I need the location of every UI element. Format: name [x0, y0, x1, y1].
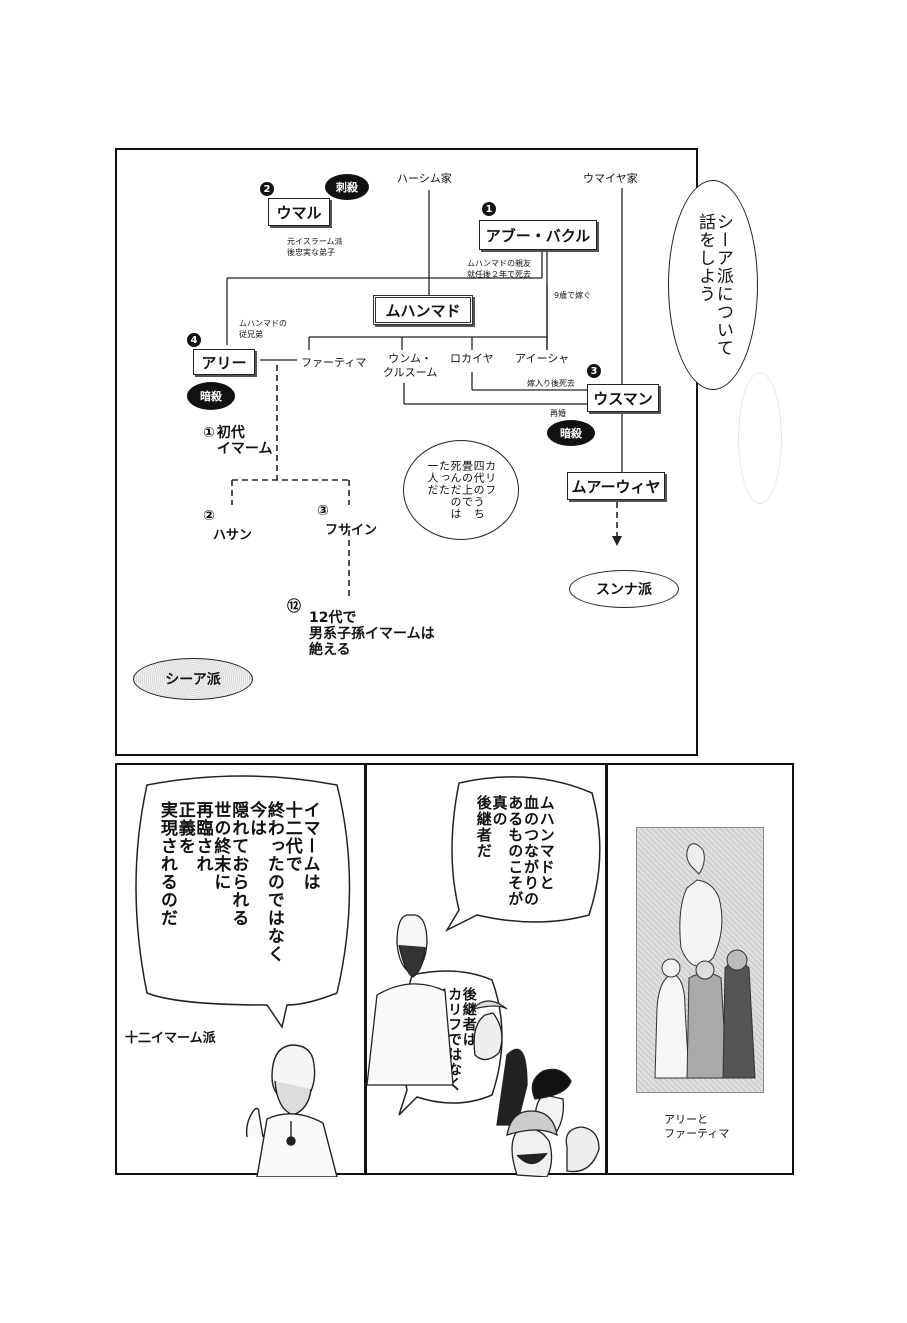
box-ali: アリー	[193, 349, 255, 375]
note-ali: ムハンマドの 従兄弟	[239, 319, 287, 339]
caliph-note-text: カリフ 四代のうち 畳の上で 死んだのは たった 一人だ	[425, 460, 497, 520]
label-fatima: ファーティマ	[301, 356, 367, 369]
box-abu-bakr: アブー・バクル	[479, 220, 597, 250]
tag-ali-assassinated: 暗殺	[187, 382, 235, 410]
box-umar: ウマル	[268, 198, 330, 226]
note-remarry: 再婚	[550, 409, 566, 418]
note-umar: 元イスラーム派 後忠実な弟子	[287, 237, 343, 257]
twelver-speech-text: イマームは 十二代で 終わったのではなく 今は 隠れておられる 世の終末に 再臨…	[156, 801, 320, 963]
faint-oval	[738, 372, 782, 504]
box-muawiya: ムアーウィヤ	[567, 472, 665, 500]
hasan-text: ハサン	[213, 528, 253, 543]
tree-lines	[226, 188, 623, 598]
note-abu-bakr: ムハンマドの親友 就任後２年で死去	[467, 259, 531, 279]
first-imam-text: 初代 イマーム	[216, 425, 273, 457]
shia-label: シーア派	[165, 672, 221, 688]
intro-speech-bubble: シーア派について 話をしよう	[668, 180, 758, 390]
house-umayya: ウマイヤ家	[583, 172, 638, 185]
husayn-text: フサイン	[325, 523, 378, 538]
intro-speech-text: シーア派について 話をしよう	[695, 213, 733, 357]
note-aisha: 9歳で嫁ぐ	[554, 291, 592, 300]
panel-ali-fatima: アリーと ファーティマ	[606, 763, 794, 1175]
label-first-imam: ① 初代 イマーム	[203, 425, 272, 457]
label-hasan: ② ハサン	[203, 505, 252, 543]
ali-fatima-miniature	[636, 827, 764, 1093]
label-aisha: アイーシャ	[515, 352, 570, 365]
speech-bubble-shape	[135, 775, 351, 1029]
ali-fatima-caption: アリーと ファーティマ	[664, 1113, 730, 1140]
note-ruqayya: 嫁入り後死去	[527, 379, 575, 388]
sunni-label: スンナ派	[596, 582, 652, 598]
panel-twelver: イマームは 十二代で 終わったのではなく 今は 隠れておられる 世の終末に 再臨…	[115, 763, 366, 1177]
label-ruqayya: ロカイヤ	[450, 352, 494, 365]
bearded-man-figure	[245, 1044, 338, 1177]
label-umm-kulthum: ウンム・ クルスーム	[383, 352, 438, 379]
tag-umar-stabbed: 刺殺	[325, 174, 369, 200]
number-ali: 4	[187, 333, 201, 347]
hasan-number: ②	[203, 508, 215, 524]
number-umar: 2	[260, 182, 274, 196]
panel-successor: ムハンマドと 血のつながりの あるものこそが 真の 後継者だ 後継者は カリフで…	[365, 763, 607, 1177]
group-of-men-figures	[367, 914, 600, 1177]
successor-speech-top: ムハンマドと 血のつながりの あるものこそが 真の 後継者だ	[474, 795, 556, 907]
number-uthman: 3	[587, 364, 601, 378]
twelfth-text: 12代で 男系子孫イマームは 絶える	[309, 610, 435, 658]
label-twelfth-imam: ⑫ 12代で 男系子孫イマームは 絶える	[287, 596, 435, 658]
sunni-oval: スンナ派	[569, 570, 679, 608]
house-hashim: ハーシム家	[397, 172, 452, 185]
twelver-caption: 十二イマーム派	[125, 1031, 216, 1046]
husayn-number: ③	[317, 503, 329, 519]
tag-uthman-assassinated: 暗殺	[547, 420, 595, 446]
box-muhammad: ムハンマド	[373, 295, 473, 325]
miniature-figures	[654, 843, 756, 1079]
label-husayn: ③ フサイン	[317, 500, 377, 538]
box-uthman: ウスマン	[587, 384, 659, 412]
shia-oval: シーア派	[133, 658, 253, 700]
number-abu-bakr: 1	[482, 202, 496, 216]
twelfth-number: ⑫	[287, 599, 301, 615]
caliph-note-bubble: カリフ 四代のうち 畳の上で 死んだのは たった 一人だ	[403, 440, 519, 540]
first-imam-number: ①	[203, 425, 215, 441]
genealogy-panel: ハーシム家 ウマイヤ家 2 ウマル 刺殺 元イスラーム派 後忠実な弟子 1 アブ…	[115, 148, 698, 756]
